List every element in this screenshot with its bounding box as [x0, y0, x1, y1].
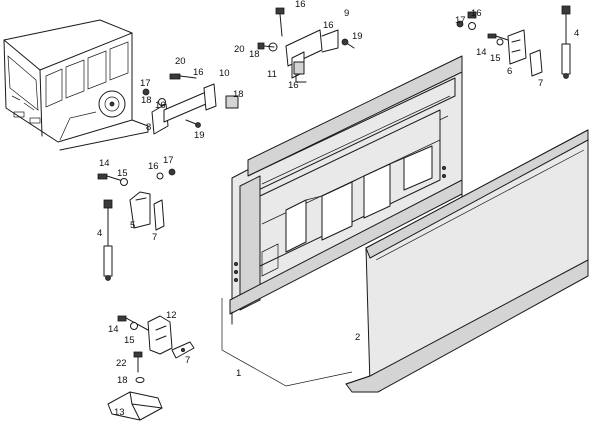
callout-18-bottom: 18 — [117, 375, 128, 386]
callout-14-bottom: 14 — [108, 324, 119, 335]
callout-4-right: 4 — [574, 28, 579, 39]
callout-16-topcenter-a: 16 — [295, 0, 306, 10]
callout-6: 6 — [507, 66, 512, 77]
callout-17-topright: 17 — [455, 15, 466, 26]
callout-17-left: 17 — [163, 155, 174, 166]
callout-1: 1 — [236, 368, 241, 379]
callout-4-left: 4 — [97, 228, 102, 239]
callout-14-left: 14 — [99, 158, 110, 169]
callout-22: 22 — [116, 358, 127, 369]
callout-15-bottom: 15 — [124, 335, 135, 346]
callout-16-topleft-b: 16 — [155, 100, 166, 111]
latch-assembly — [107, 351, 163, 421]
callout-12: 12 — [166, 310, 177, 321]
gas-strut-assembly-left — [97, 168, 176, 281]
callout-18-topleft: 18 — [141, 95, 152, 106]
callout-13: 13 — [114, 407, 125, 418]
callout-15-right: 15 — [490, 53, 501, 64]
lock-bracket-assembly — [117, 315, 195, 359]
leader-1 — [221, 298, 353, 387]
callout-labels: 1 2 4 4 5 6 7 7 7 8 9 10 11 12 13 14 14 … — [97, 0, 579, 418]
bus-illustration — [3, 19, 149, 151]
callout-19-topleft: 19 — [194, 130, 205, 141]
callout-18-topleft-nut: 18 — [233, 89, 244, 100]
callout-16-left: 16 — [148, 161, 159, 172]
callout-2: 2 — [355, 332, 360, 343]
callout-5: 5 — [130, 220, 135, 231]
callout-7-left: 7 — [152, 232, 157, 243]
callout-18-topcenter: 18 — [249, 49, 260, 60]
callout-17-topleft: 17 — [140, 78, 151, 89]
callout-7-right: 7 — [538, 78, 543, 89]
callout-20-topleft: 20 — [175, 56, 186, 67]
callout-16-topcenter-c: 16 — [288, 80, 299, 91]
hinge-assembly-top-center — [257, 7, 355, 83]
callout-15-left: 15 — [117, 168, 128, 179]
callout-8: 8 — [146, 122, 151, 133]
callout-16-topright: 16 — [471, 8, 482, 19]
front-cover-panel — [345, 129, 589, 393]
callout-14-right: 14 — [476, 47, 487, 58]
callout-16-topleft-a: 16 — [193, 67, 204, 78]
callout-10: 10 — [219, 68, 230, 79]
callout-11: 11 — [267, 69, 277, 80]
callout-7-bottom: 7 — [185, 355, 190, 366]
callout-19-topcenter: 19 — [352, 31, 363, 42]
rear-frame-panel — [229, 55, 463, 325]
callout-16-topcenter-b: 16 — [323, 20, 334, 31]
gas-strut-assembly-top-right — [456, 5, 571, 79]
callout-9: 9 — [344, 8, 349, 19]
hinge-assembly-top-left — [142, 73, 239, 135]
callout-20-topcenter: 20 — [234, 44, 245, 55]
